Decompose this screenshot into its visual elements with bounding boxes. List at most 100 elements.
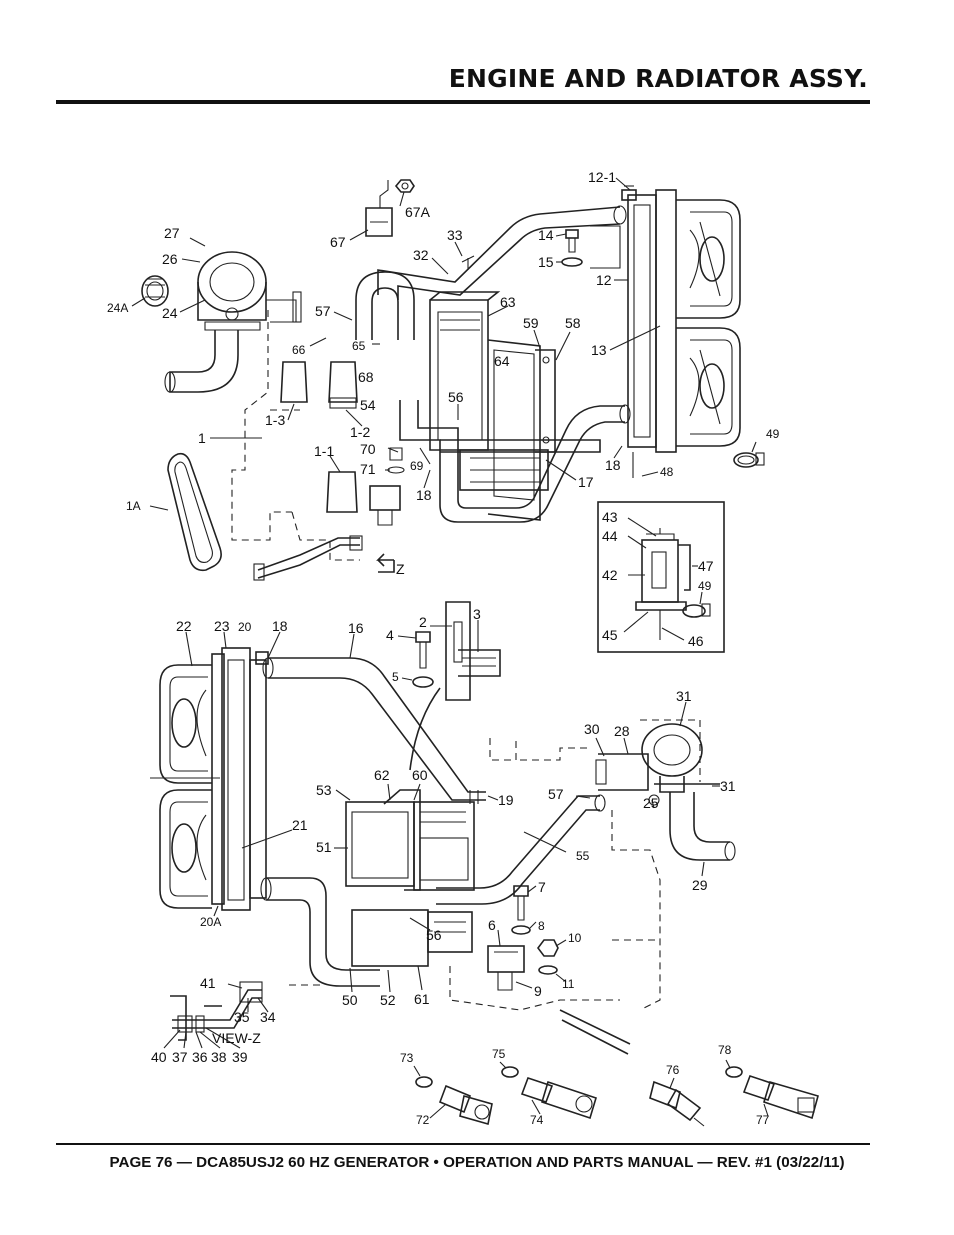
callout-21: 21: [292, 817, 308, 833]
callout-23: 23: [214, 618, 230, 634]
callout-55: 55: [576, 849, 590, 863]
callout-40: 40: [151, 1049, 167, 1065]
callout-78: 78: [718, 1043, 732, 1057]
callout-53: 53: [316, 782, 332, 798]
lower-hose-17: [399, 400, 631, 523]
callout-76: 76: [666, 1063, 680, 1077]
upper-hose-32: [377, 205, 627, 300]
callout-16: 16: [348, 620, 364, 636]
callout-62: 62: [374, 767, 390, 783]
callout-68: 68: [358, 369, 374, 385]
bolts-6-11: [487, 885, 559, 991]
callout-69: 69: [410, 459, 424, 473]
detail-box: [597, 501, 725, 653]
callout-12-1: 12-1: [588, 169, 616, 185]
callout-18-lower: 18: [272, 618, 288, 634]
page-footer: PAGE 76 — DCA85USJ2 60 HZ GENERATOR • OP…: [109, 1154, 845, 1171]
callout-24A: 24A: [107, 301, 128, 315]
callout-1-1: 1-1: [314, 443, 334, 459]
header-rule: [56, 100, 870, 104]
callout-19: 19: [498, 792, 514, 808]
callout-73: 73: [400, 1051, 414, 1065]
callout-67A: 67A: [405, 204, 431, 220]
callout-33: 33: [447, 227, 463, 243]
bracket-67: [365, 179, 415, 237]
callout-49-detail: 49: [698, 579, 712, 593]
lower-assembly: [150, 601, 819, 1127]
callout-57-upper: 57: [315, 303, 331, 319]
callout-63: 63: [500, 294, 516, 310]
view-z-arrow-label: Z: [396, 561, 405, 577]
callout-74: 74: [530, 1113, 544, 1127]
callout-25: 25: [643, 795, 659, 811]
callout-labels: 12-1 67A 27 67 33 14 26 32 15 12 24A 24 …: [107, 169, 780, 1127]
callout-41: 41: [200, 975, 216, 991]
callout-1: 1: [198, 430, 206, 446]
callout-65: 65: [352, 339, 366, 353]
sensor-77: [725, 1066, 819, 1120]
callout-4: 4: [386, 627, 394, 643]
callout-46: 46: [688, 633, 704, 649]
callout-48: 48: [660, 465, 674, 479]
callout-18-upper: 18: [416, 487, 432, 503]
callout-57-lower: 57: [548, 786, 564, 802]
view-z-label: VIEW-Z: [212, 1030, 261, 1046]
callout-20A: 20A: [200, 915, 221, 929]
callout-2: 2: [419, 614, 427, 630]
upper-sensors: [253, 447, 405, 581]
callout-71: 71: [360, 461, 376, 477]
callout-22: 22: [176, 618, 192, 634]
intercooler-lower: [345, 789, 475, 967]
callout-1A: 1A: [126, 499, 141, 513]
sensor-74: [501, 1066, 597, 1120]
radiator-upper: [621, 185, 741, 478]
callout-39: 39: [232, 1049, 248, 1065]
footer-rule: [56, 1143, 870, 1145]
callout-42: 42: [602, 567, 618, 583]
callout-43: 43: [602, 509, 618, 525]
callout-35: 35: [234, 1009, 250, 1025]
callout-11: 11: [562, 977, 575, 991]
callout-70: 70: [360, 441, 376, 457]
callout-64: 64: [494, 353, 510, 369]
callout-31-lower: 31: [720, 778, 736, 794]
callout-6: 6: [488, 917, 496, 933]
callout-45: 45: [602, 627, 618, 643]
filters: [280, 361, 358, 513]
bolt-14: [561, 225, 621, 269]
hose-clamp-49: [733, 452, 765, 468]
callout-3: 3: [473, 606, 481, 622]
leader-lines: [131, 177, 769, 1119]
engine-block-upper: [231, 310, 360, 561]
sensor-76: [649, 1080, 705, 1127]
u-hose: [355, 271, 415, 340]
callout-32: 32: [413, 247, 429, 263]
callout-29: 29: [692, 877, 708, 893]
radiator-lower: [150, 647, 269, 911]
callout-1-3: 1-3: [265, 412, 285, 428]
tube-line: [409, 687, 441, 771]
callout-60: 60: [412, 767, 428, 783]
callout-5: 5: [392, 670, 399, 684]
callout-20: 20: [238, 620, 252, 634]
callout-36: 36: [192, 1049, 208, 1065]
callout-7: 7: [538, 879, 546, 895]
callout-47: 47: [698, 558, 714, 574]
hose-50: [260, 877, 380, 987]
callout-10: 10: [568, 931, 582, 945]
callout-13: 13: [591, 342, 607, 358]
callout-51: 51: [316, 839, 332, 855]
callout-24: 24: [162, 305, 178, 321]
page-title: ENGINE AND RADIATOR ASSY.: [448, 64, 868, 93]
air-cleaner: [141, 251, 302, 393]
callout-50: 50: [342, 992, 358, 1008]
callout-8: 8: [538, 919, 545, 933]
pipe-lower: [559, 1009, 631, 1045]
upper-assembly: [141, 179, 765, 653]
callout-15: 15: [538, 254, 554, 270]
turbo-28: [595, 719, 736, 861]
callout-30: 30: [584, 721, 600, 737]
callout-14: 14: [538, 227, 554, 243]
callout-67: 67: [330, 234, 346, 250]
